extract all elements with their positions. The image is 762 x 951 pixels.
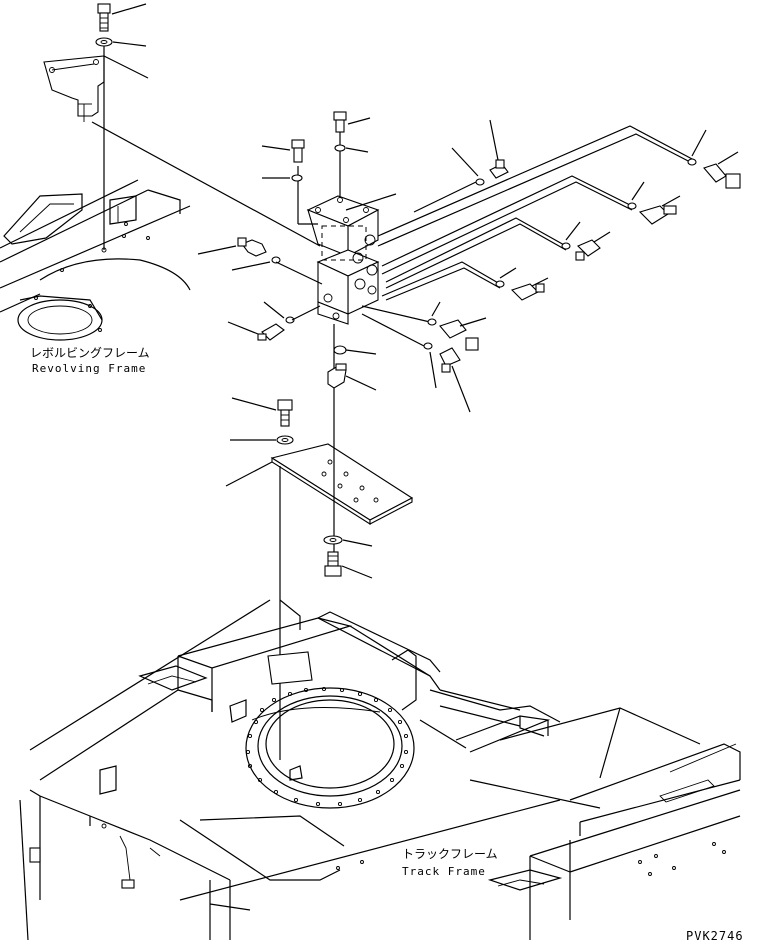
o-ring-left-lower-icon: [263, 301, 295, 324]
o-ring-top-left-icon: [262, 174, 303, 182]
track-frame-label-en: Track Frame: [402, 865, 486, 878]
track-frame-label-jp: トラックフレーム: [402, 847, 498, 861]
plate-washer-icon: [230, 435, 294, 445]
fitting-right-4-icon: [561, 221, 611, 261]
o-ring-top-center-icon: [334, 144, 369, 153]
o-ring-left-upper-icon: [231, 256, 281, 271]
elbow-fitting-bottom-icon: [327, 363, 377, 391]
revolving-frame-label-en: Revolving Frame: [32, 362, 146, 375]
leader-swivel-top: [345, 193, 397, 211]
ring-bolt-holes: [245, 686, 409, 807]
track-frame: [19, 599, 741, 941]
fitting-top-left-icon: [261, 139, 305, 163]
o-ring-bottom-icon: [333, 345, 377, 355]
fitting-right-6-icon: [427, 301, 487, 351]
drawing-code: PVK2746: [686, 929, 744, 943]
bottom-washer-icon: [323, 535, 373, 547]
bottom-bolt-icon: [324, 551, 373, 579]
plate-icon: [225, 443, 414, 525]
plate-bolt-icon: [231, 397, 293, 427]
top-washer-icon: [95, 37, 147, 47]
swivel-joint-icon: [306, 195, 380, 325]
leader-to-swivel: [91, 121, 321, 247]
fitting-right-3-icon: [627, 181, 681, 225]
mounting-bracket: [43, 55, 149, 122]
fitting-right-5-icon: [495, 267, 549, 301]
revolving-frame-label-jp: レボルビングフレーム: [30, 346, 150, 360]
fitting-left-lower-icon: [227, 321, 285, 341]
top-bolt-icon: [97, 3, 147, 32]
fitting-right-2-icon: [687, 129, 741, 189]
fitting-right-7-icon: [423, 342, 471, 413]
fitting-top-center-icon: [333, 111, 371, 133]
hose-lines: [361, 125, 695, 347]
revolving-frame: [0, 179, 191, 341]
fitting-left-upper-icon: [197, 237, 267, 257]
fitting-right-1-icon: [451, 119, 509, 186]
